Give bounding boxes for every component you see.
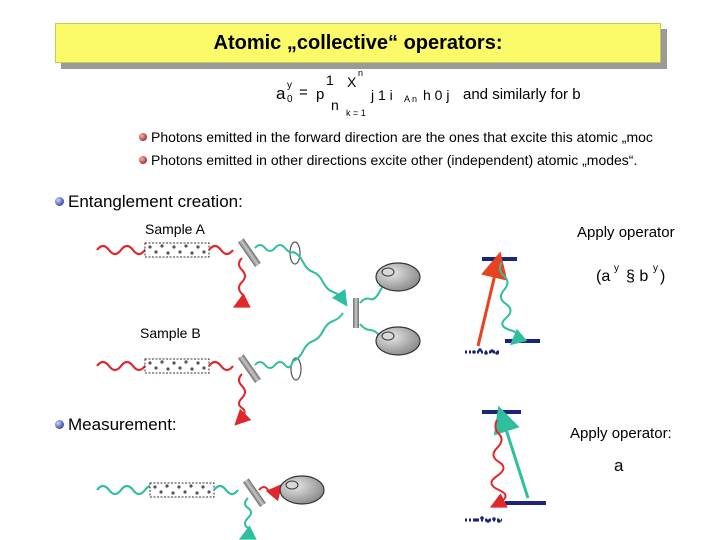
formula-lhs-sup: y xyxy=(287,80,292,91)
red-retrieved-wave xyxy=(258,483,283,502)
beam-splitter-measure xyxy=(242,478,266,508)
slide-title: Atomic „collective“ operators: xyxy=(55,23,661,63)
teal-photon-wave-b xyxy=(254,312,344,369)
formula-sum-symbol: X xyxy=(347,74,357,90)
detector-top xyxy=(375,262,421,292)
energy-level-diagram-measurement xyxy=(465,405,546,523)
operator-expr-close: ) xyxy=(660,268,666,285)
red-pump-wave-exit xyxy=(208,244,234,256)
bullet-icon xyxy=(55,420,64,429)
bullet-icon xyxy=(55,197,64,206)
measurement-setup xyxy=(96,475,325,540)
slide-title-text: Atomic „collective“ operators: xyxy=(213,31,503,54)
section-measurement: Measurement: xyxy=(68,415,177,434)
teal-read-wave xyxy=(96,484,158,496)
operator-expr-mid: § b xyxy=(626,268,649,285)
red-pump-wave-exit xyxy=(208,360,234,372)
teal-read-wave-exit xyxy=(213,484,239,496)
red-scattered-wave-b xyxy=(234,373,252,426)
operator-expr-open: (a xyxy=(596,268,611,285)
sample-b-setup xyxy=(96,312,344,426)
beam-splitter-b xyxy=(237,354,261,384)
apply-operator-label: Apply operator xyxy=(577,224,675,241)
formula-frac-num: 1 xyxy=(326,72,334,88)
formula-equals: = xyxy=(299,84,308,101)
atomic-sample-b xyxy=(144,358,210,374)
apply-operator-colon-label: Apply operator: xyxy=(570,425,672,442)
orange-excitation-arrow xyxy=(476,251,508,347)
detector-measure xyxy=(279,475,325,505)
green-excitation-arrow xyxy=(493,405,530,499)
bullet-icon xyxy=(139,156,147,164)
bullet-text-forward: Photons emitted in the forward direction… xyxy=(151,129,653,145)
teal-emission-wave xyxy=(498,261,528,346)
formula-lhs-sub: 0 xyxy=(287,94,293,105)
label-sample-a: Sample A xyxy=(145,221,205,237)
formula-lhs-base: a xyxy=(276,84,286,103)
formula-ket-right: h 0 j xyxy=(423,87,450,103)
formula-sum-top: n xyxy=(358,68,364,78)
red-scattered-wave-a xyxy=(232,257,251,308)
sample-a-setup xyxy=(96,238,348,308)
operator-a: a xyxy=(614,456,624,475)
beam-splitter-a xyxy=(237,238,261,268)
label-sample-b: Sample B xyxy=(140,325,201,341)
operator-expr-sup1: y xyxy=(614,263,619,274)
atomic-sample-measure xyxy=(149,482,215,498)
central-beam-splitter xyxy=(353,298,359,328)
bullet-icon xyxy=(139,133,147,141)
section-entanglement: Entanglement creation: xyxy=(68,192,243,211)
energy-level-diagram-entanglement xyxy=(465,251,540,355)
polarizer-b xyxy=(290,357,302,381)
teal-photon-wave-a xyxy=(254,244,348,307)
formula-root: p xyxy=(316,86,325,103)
formula-sum-bottom: k = 1 xyxy=(346,108,366,118)
formula-note: and similarly for b xyxy=(463,86,581,103)
formula-frac-den: n xyxy=(331,97,339,113)
operator-expr-sup2: y xyxy=(653,263,658,274)
teal-scattered-wave-measure xyxy=(238,497,257,540)
formula-ket-sub: A n xyxy=(404,94,418,104)
bullet-text-other: Photons emitted in other directions exci… xyxy=(151,152,638,168)
atomic-sample-a xyxy=(144,242,210,258)
formula-ket-left: j 1 i xyxy=(371,87,393,103)
detector-bottom xyxy=(375,326,421,356)
red-emission-wave xyxy=(489,419,508,508)
